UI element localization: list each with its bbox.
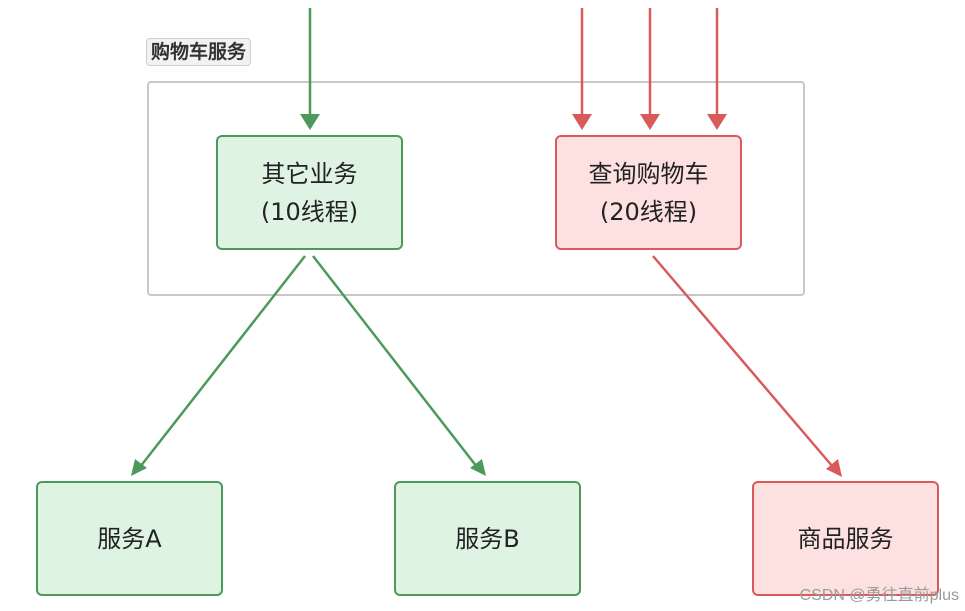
watermark-text: CSDN @勇往直前plus: [799, 587, 959, 604]
goods-service-label: 商品服务: [797, 524, 894, 553]
cart-service-group-label: 购物车服务: [146, 38, 252, 66]
edge-cart-to-goods-arrowhead: [826, 459, 842, 477]
goods-service-node: 商品服务: [752, 481, 939, 596]
service-a-label: 服务A: [97, 524, 162, 553]
edge-other-to-service-b-arrowhead: [470, 459, 486, 476]
other-business-threads: (10线程): [260, 197, 359, 226]
service-b-label: 服务B: [455, 524, 520, 553]
other-business-node: 其它业务 (10线程): [216, 135, 403, 250]
query-cart-title: 查询购物车: [588, 159, 709, 188]
query-cart-threads: (20线程): [599, 197, 698, 226]
other-business-title: 其它业务: [261, 159, 358, 188]
service-a-node: 服务A: [36, 481, 223, 596]
query-cart-node: 查询购物车 (20线程): [555, 135, 742, 250]
edge-other-to-service-a-arrowhead: [131, 459, 147, 476]
service-b-node: 服务B: [394, 481, 581, 596]
